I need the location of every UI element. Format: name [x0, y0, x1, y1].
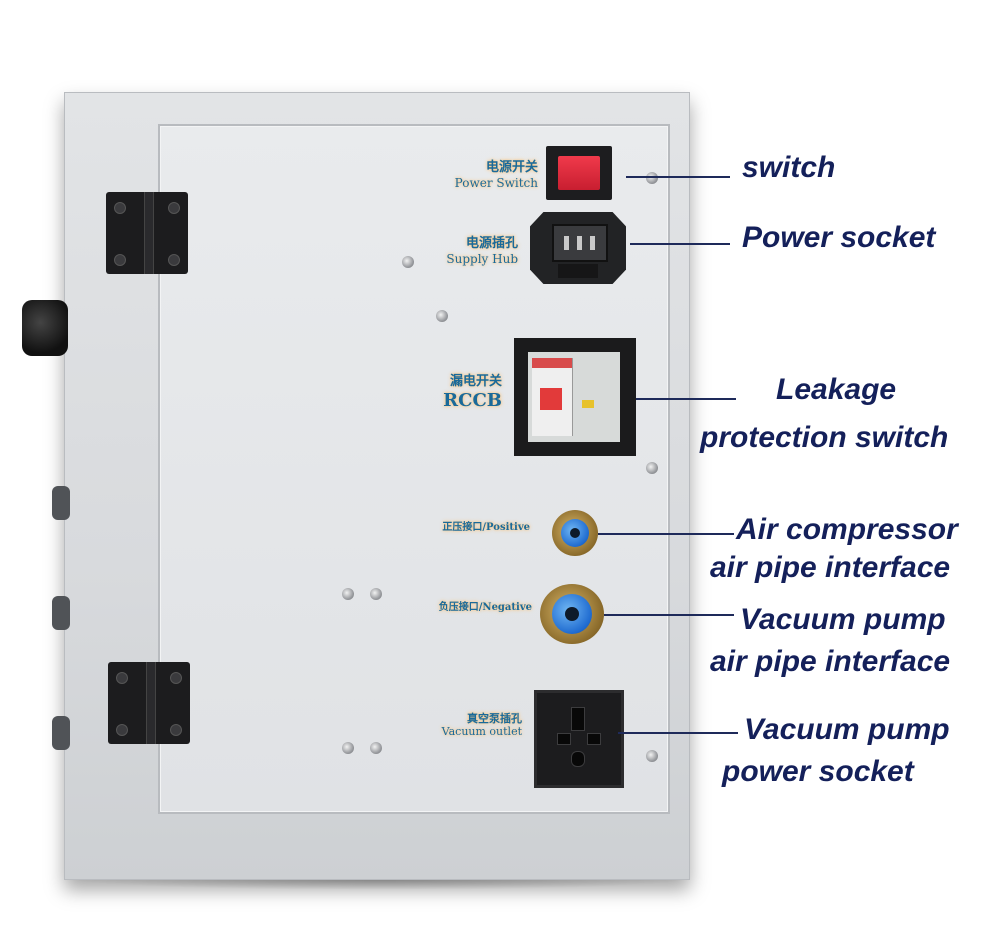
power-rocker-switch[interactable]: [546, 146, 612, 200]
negative-air-fitting[interactable]: [540, 584, 604, 644]
rccb-brand-tag: [532, 358, 572, 368]
screw: [436, 310, 448, 322]
callout-air-compressor-line2: air pipe interface: [710, 551, 951, 584]
callout-line-power-socket: [630, 243, 730, 245]
rccb-label: 漏电开关 RCCB: [443, 374, 502, 411]
door-hinge-bottom: [108, 662, 190, 744]
callout-leakage-line2: protection switch: [700, 421, 949, 454]
rccb-toggle-handle[interactable]: [540, 388, 562, 410]
callout-vacuum-pipe-line1: Vacuum pump: [740, 603, 946, 636]
callout-air-compressor-line1: Air compressor: [736, 513, 958, 546]
vacuum-pump-outlet[interactable]: [534, 690, 624, 788]
screw: [342, 742, 354, 754]
positive-port-label: 正压接口/Positive: [442, 522, 530, 533]
callout-line-switch: [626, 176, 730, 178]
power-switch-label: 电源开关 Power Switch: [454, 160, 538, 190]
fuse-holder: [558, 264, 598, 278]
screw: [646, 172, 658, 184]
rocker-button[interactable]: [558, 156, 600, 190]
negative-port-label: 负压接口/Negative: [438, 602, 532, 613]
side-knob: [22, 300, 68, 356]
callout-leakage-line1: Leakage: [776, 373, 897, 406]
rccb-breaker: [514, 338, 636, 456]
screw: [646, 750, 658, 762]
callout-vacuum-power-line2: power socket: [722, 755, 914, 788]
screw: [402, 256, 414, 268]
callout-line-vacuum-pipe: [604, 614, 734, 616]
vacuum-outlet-label: 真空泵插孔 Vacuum outlet: [441, 712, 522, 739]
door-hinge-top: [106, 192, 188, 274]
callout-line-air-compressor: [598, 533, 734, 535]
screw: [342, 588, 354, 600]
screw: [646, 462, 658, 474]
side-port: [52, 596, 70, 630]
side-port: [52, 716, 70, 750]
supply-hub-label: 电源插孔 Supply Hub: [446, 236, 518, 266]
screw: [370, 742, 382, 754]
callout-power-socket: Power socket: [742, 221, 936, 254]
side-port: [52, 486, 70, 520]
positive-air-fitting[interactable]: [552, 510, 598, 556]
callout-vacuum-pipe-line2: air pipe interface: [710, 645, 951, 678]
callout-vacuum-power-line1: Vacuum pump: [744, 713, 950, 746]
callout-switch: switch: [742, 151, 836, 184]
screw: [370, 588, 382, 600]
rccb-test-button[interactable]: [582, 400, 594, 408]
callout-line-vacuum-power: [618, 732, 738, 734]
power-inlet-socket[interactable]: [530, 212, 626, 284]
callout-line-leakage: [636, 398, 736, 400]
